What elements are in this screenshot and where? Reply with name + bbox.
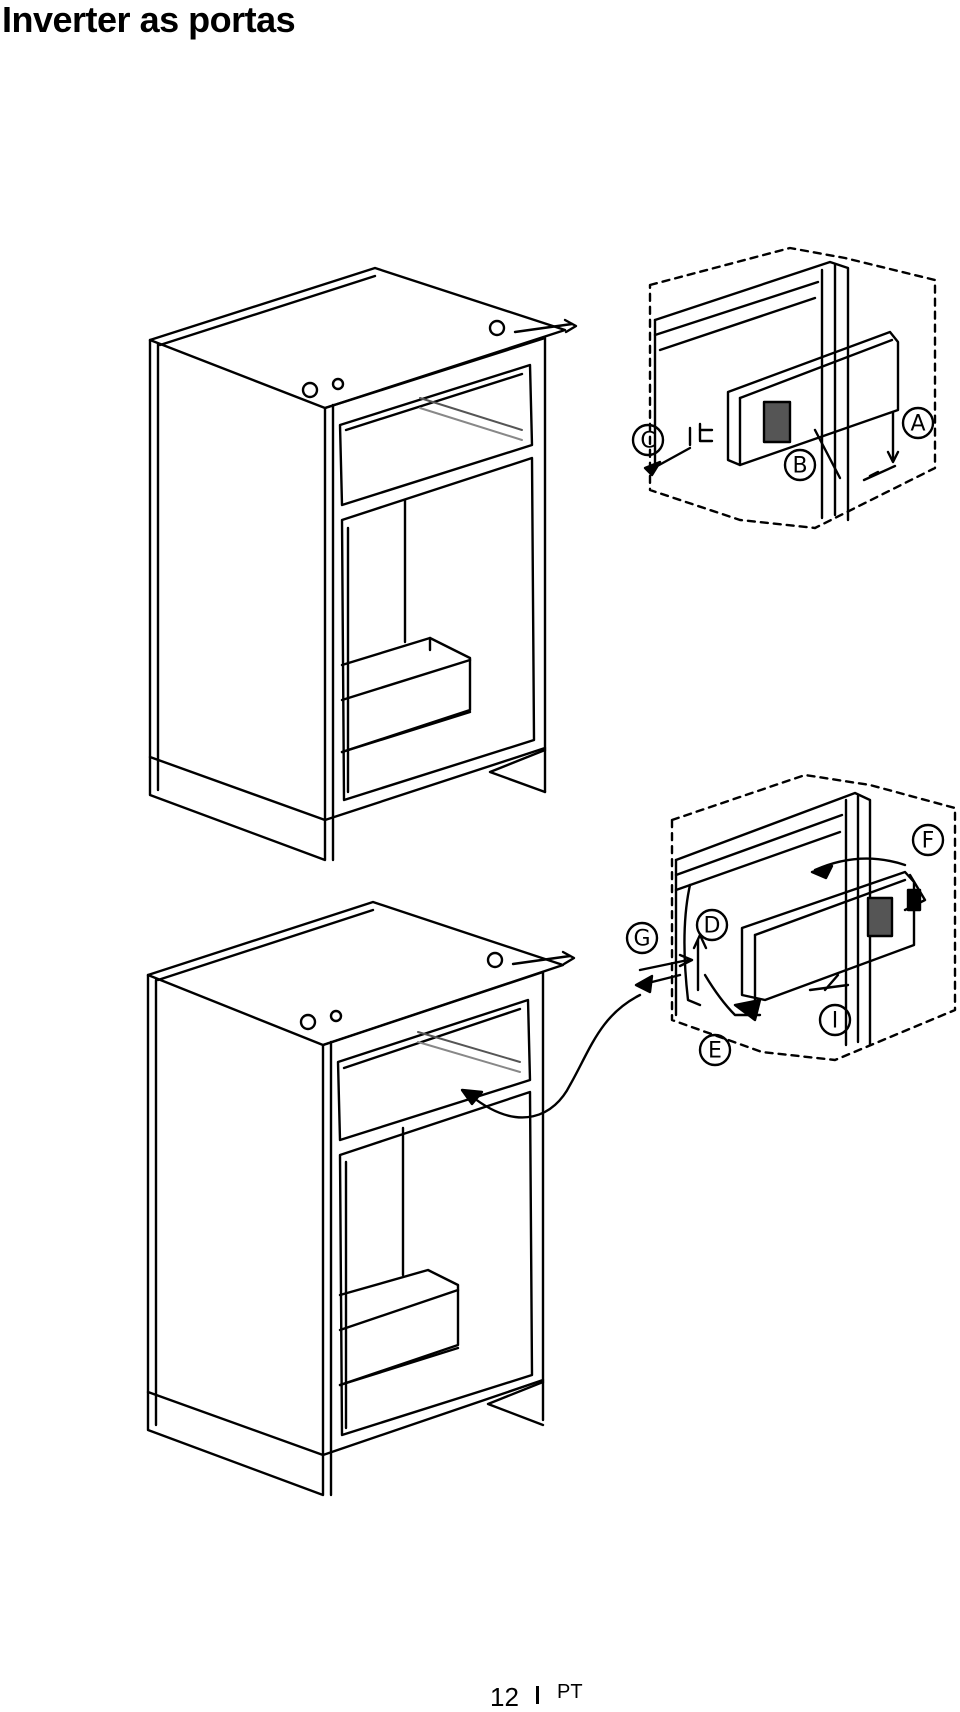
page-title: Inverter as portas (2, 0, 296, 40)
fridge-top (148, 266, 578, 862)
callout-c-label: C (640, 429, 655, 454)
callout-b-label: B (792, 454, 807, 479)
callout-i-circle (818, 1003, 852, 1037)
footer-divider (536, 1686, 539, 1704)
callout-a-circle (901, 406, 935, 440)
callout-e-label: E (708, 1039, 722, 1064)
fridge-bottom (146, 900, 576, 1497)
callout-f-label: F (922, 829, 935, 854)
detail-view-top (631, 246, 937, 530)
callout-c-circle (631, 423, 665, 457)
callout-g-label: G (633, 927, 650, 952)
callout-a-label: A (910, 412, 925, 437)
callout-e-circle (698, 1033, 732, 1067)
callout-d-circle (695, 908, 729, 942)
callout-g-circle (625, 921, 659, 955)
page-number: 12 (490, 1682, 519, 1712)
callout-d-label: D (704, 914, 721, 939)
language-code: PT (557, 1681, 583, 1703)
callout-i-label: I (832, 1009, 839, 1034)
callout-f-circle (911, 823, 945, 857)
detail-view-bottom (460, 773, 957, 1119)
callout-b-circle (783, 448, 817, 482)
